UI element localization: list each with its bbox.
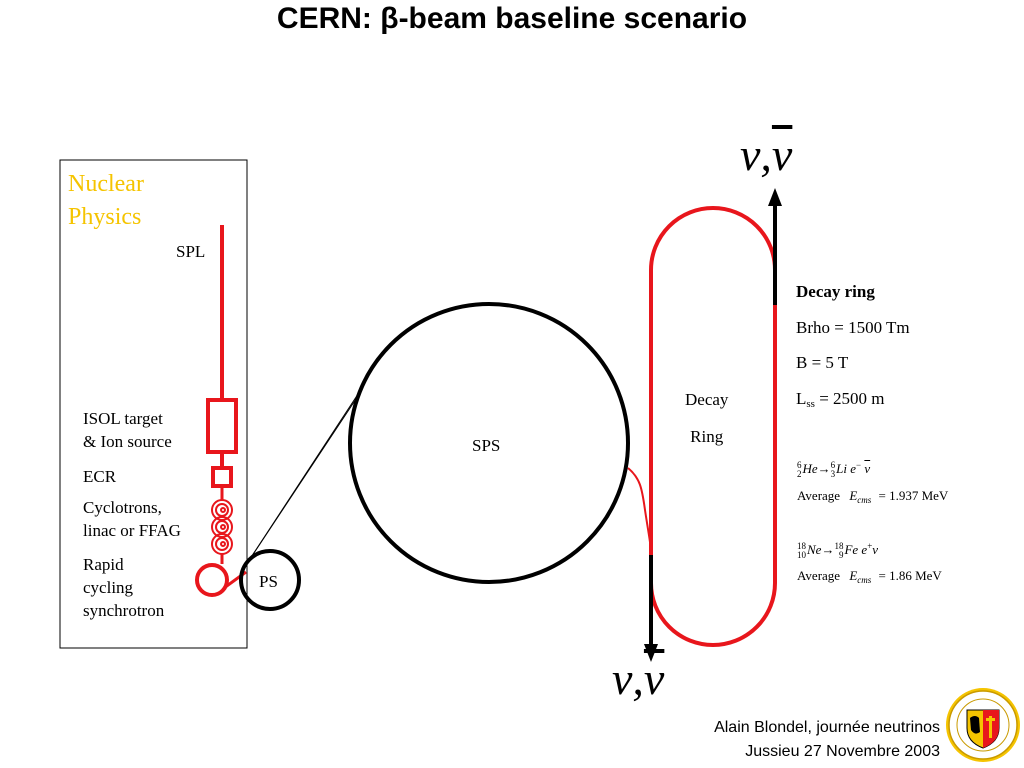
average-label: Average xyxy=(797,568,841,583)
cyclotrons-label-line1: Cyclotrons, xyxy=(83,498,162,517)
reaction-neutrino: ν xyxy=(872,542,879,557)
decay-ring-label-line2: Ring xyxy=(690,427,724,446)
rcs-label-line1: Rapid xyxy=(83,555,124,574)
rcs-label-line2: cycling xyxy=(83,578,134,597)
daughter-nucleus: Li xyxy=(836,461,848,476)
neutrino-beam-arrow-up xyxy=(768,188,782,206)
university-seal-logo xyxy=(946,688,1020,762)
reaction-he6-energy: Average Ecms = 1.937 MeV xyxy=(797,488,948,505)
lepton-charge: + xyxy=(867,541,873,551)
decay-ring-field: B = 5 T xyxy=(796,353,849,372)
rcs-label-line3: synchrotron xyxy=(83,601,165,620)
isol-label-line2: & Ion source xyxy=(83,432,172,451)
mass-number: 18 xyxy=(797,541,806,551)
rcs-label: Rapid cycling synchrotron xyxy=(83,553,164,622)
neutrino-label-bottom: ν,ν xyxy=(612,652,664,705)
neutrino-label-top: ν,ν xyxy=(740,128,792,181)
energy-sub: cms xyxy=(857,495,872,505)
atomic-number: 3 xyxy=(830,469,836,479)
energy-value: = 1.86 MeV xyxy=(878,568,942,583)
atomic-number: 10 xyxy=(797,550,806,560)
lss-value: = 2500 m xyxy=(814,389,885,408)
cyclotrons-label-line2: linac or FFAG xyxy=(83,521,181,540)
slide-title: CERN: β-beam baseline scenario xyxy=(276,2,748,35)
lss-prefix: L xyxy=(796,389,807,408)
decay-ring-params-heading: Decay ring xyxy=(796,282,875,301)
daughter-nucleus: Fe xyxy=(844,542,859,557)
footer-line1: Alain Blondel, journée neutrinos xyxy=(714,719,940,736)
spl-label: SPL xyxy=(176,242,206,261)
ps-label: PS xyxy=(259,572,278,591)
energy-symbol: E xyxy=(849,568,858,583)
nuclear-physics-label: Nuclear Physics xyxy=(68,168,144,234)
reaction-ne18-energy: Average Ecms = 1.86 MeV xyxy=(797,568,942,585)
decay-ring-brho: Brho = 1500 Tm xyxy=(796,318,910,337)
cyclotron-spiral xyxy=(211,533,233,555)
neutrino-symbol: ν xyxy=(740,129,761,180)
nuclear-physics-line1: Nuclear xyxy=(68,171,144,197)
decay-ring-lss: Lss = 2500 m xyxy=(796,387,885,416)
lepton-charge: − xyxy=(856,460,862,470)
neutrino-comma: , xyxy=(760,129,772,180)
neutrino-symbol: ν xyxy=(612,653,633,704)
geneva-shield xyxy=(966,709,1000,749)
neutrino-comma: , xyxy=(632,653,644,704)
reaction-neutrino: ν xyxy=(864,461,871,476)
ps-ring xyxy=(239,549,301,611)
nuclear-physics-box xyxy=(59,159,248,649)
parent-nucleus: He xyxy=(802,461,818,476)
average-label: Average xyxy=(797,488,841,503)
isol-label-line1: ISOL target xyxy=(83,409,163,428)
arrow: → xyxy=(821,542,835,557)
energy-sub: cms xyxy=(857,575,872,585)
energy-symbol: E xyxy=(849,488,858,503)
decay-ring-label: Decay Ring xyxy=(685,381,728,455)
energy-value: = 1.937 MeV xyxy=(878,488,949,503)
ecr-box xyxy=(211,466,233,488)
antineutrino-symbol: ν xyxy=(771,129,793,180)
footer-line2: Jussieu 27 Novembre 2003 xyxy=(745,743,940,760)
isol-target-box xyxy=(206,398,238,454)
cyclotrons-label: Cyclotrons, linac or FFAG xyxy=(83,496,181,542)
footer: Alain Blondel, journée neutrinos Jussieu… xyxy=(714,716,940,764)
ps-sps-transfer-line xyxy=(251,395,359,557)
decay-ring xyxy=(649,206,777,647)
sps-ring xyxy=(348,302,630,584)
lss-sub: ss xyxy=(806,398,815,410)
isol-label: ISOL target & Ion source xyxy=(83,407,172,453)
decay-ring-label-line1: Decay xyxy=(685,390,729,409)
atomic-number: 2 xyxy=(797,469,802,479)
mass-number: 6 xyxy=(830,460,836,470)
cyclotron-spirals xyxy=(211,499,233,555)
arrow: → xyxy=(817,461,831,476)
mass-number: 6 xyxy=(797,460,802,470)
sps-decay-ring-link xyxy=(627,467,652,551)
parent-nucleus: Ne xyxy=(807,542,822,557)
antineutrino-symbol: ν xyxy=(643,653,665,704)
lepton: e xyxy=(847,461,857,476)
rapid-cycling-synchrotron-ring xyxy=(195,563,229,597)
neutrino-beam-arrow-down xyxy=(644,644,658,662)
mass-number: 18 xyxy=(834,541,844,551)
sps-label: SPS xyxy=(472,436,501,455)
ecr-label: ECR xyxy=(83,467,117,486)
lepton: e xyxy=(858,542,868,557)
atomic-number: 9 xyxy=(838,550,844,560)
nuclear-physics-line2: Physics xyxy=(68,204,142,230)
